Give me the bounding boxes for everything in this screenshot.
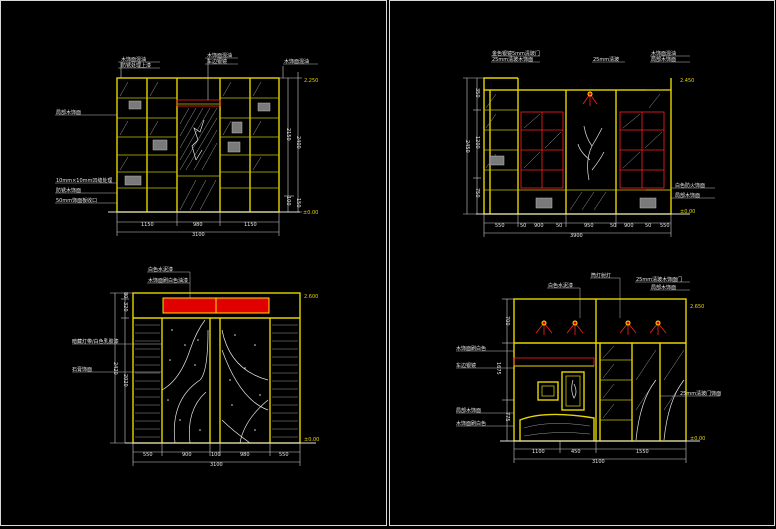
elevation-c — [72, 271, 316, 466]
elevation-c-leader-top-1: 白色水泥漆 — [148, 266, 173, 273]
sheet-frame-right — [389, 0, 775, 526]
elevation-d-dim-3: 1550 — [636, 449, 649, 455]
elevation-b-dim-side-1: 350 — [474, 88, 480, 98]
elevation-c-dim-side-3: 2020 — [122, 374, 128, 387]
elevation-d-leader-left-3: 局部木饰面 — [456, 407, 481, 414]
elevation-b-level-top: 2.450 — [680, 78, 694, 84]
elevation-d-dim-1: 1100 — [532, 449, 545, 455]
elevation-b-labels: 550 50 900 50 950 50 900 50 550 3900 350… — [464, 50, 705, 239]
elevation-a-leader-top-2: 防锈处理上漆 — [121, 62, 151, 69]
elevation-d-dim-side-3: 775 — [504, 412, 510, 422]
elevation-c-leader-left-1: 暗藏灯带/白色乳胶漆 — [72, 338, 119, 345]
elevation-b-leader-top-1: 金色银镜5mm清玻门 — [492, 50, 540, 57]
elevation-d-leader-top-4: 局部木饰面 — [651, 284, 676, 291]
elevation-d-dim-total: 3100 — [592, 459, 605, 465]
elevation-b-dim-4: 50 — [556, 223, 562, 229]
elevation-d-level-bottom: ±0.00 — [690, 436, 705, 442]
elevation-b-dim-6: 50 — [610, 223, 616, 229]
elevation-d-leader-right-1: 25mm清玻门饰面 — [680, 390, 721, 397]
elevation-b-dim-total: 3900 — [570, 233, 583, 239]
elevation-c-leader-top-2: 木饰面刷白色油漆 — [148, 277, 188, 284]
elevation-d-labels: 1100 450 1550 3100 700 1675 775 2.650 ±0… — [456, 272, 721, 465]
elevation-a-leader-top-5: 木饰面混油 — [284, 58, 309, 65]
elevation-a — [55, 57, 318, 236]
elevation-a-dim-3: 1150 — [244, 222, 257, 228]
elevation-d-leader-top-1: 白色水泥漆 — [548, 282, 573, 289]
elevation-b-leader-top-5: 局部木饰面 — [651, 56, 676, 63]
elevation-c-dim-side-total: 2420 — [112, 362, 118, 375]
elevation-d — [456, 277, 720, 463]
elevation-b-dim-9: 550 — [660, 223, 670, 229]
elevation-c-dim-side-1: 80 — [122, 292, 128, 298]
elevation-b-leader-top-4: 木饰面混油 — [651, 50, 676, 57]
elevation-a-leader-left-3: 防锈木饰面 — [56, 187, 81, 194]
elevation-a-dim-1: 1150 — [141, 222, 154, 228]
elevation-d-leader-top-2: 筒灯射灯 — [591, 272, 611, 279]
elevation-b-dim-8: 50 — [645, 223, 651, 229]
elevation-c-dim-side-2: 320 — [122, 302, 128, 312]
elevation-d-dim-2: 450 — [571, 449, 581, 455]
elevation-c-dim-5: 550 — [279, 452, 289, 458]
elevation-a-leader-top-4: 车边银镜 — [207, 58, 227, 65]
elevation-a-labels: 1150 980 1150 3100 2150 2400 100 150 2.2… — [56, 52, 318, 238]
elevation-b-dim-7: 900 — [624, 223, 634, 229]
elevation-c-level-bottom: ±0.00 — [304, 437, 319, 443]
elevation-b-dim-5: 950 — [584, 223, 594, 229]
elevation-a-dim-side-2: 2400 — [295, 136, 301, 149]
elevation-d-leader-top-3: 25mm清玻木饰面门 — [636, 276, 682, 283]
elevation-a-dim-2: 980 — [193, 222, 203, 228]
elevation-a-leader-top-1: 木饰面混油 — [121, 56, 146, 63]
elevation-c-dim-1: 550 — [143, 452, 153, 458]
ceiling-spot-lights — [535, 320, 667, 335]
elevation-b-dim-side-3: 750 — [474, 188, 480, 198]
elevation-b-dim-2: 50 — [520, 223, 526, 229]
elevation-b-dim-3: 900 — [534, 223, 544, 229]
elevation-a-dim-total: 3100 — [192, 232, 205, 238]
elevation-b-level-bottom: ±0.00 — [680, 209, 695, 215]
elevation-a-leader-left-1: 局部木饰面 — [56, 109, 81, 116]
elevation-d-dim-side-2: 1675 — [495, 362, 501, 375]
elevation-b-dim-1: 550 — [495, 223, 505, 229]
elevation-b-dim-side-2: 1200 — [474, 136, 480, 149]
elevation-a-dim-side-1: 2150 — [285, 128, 291, 141]
elevation-a-level-mark-1: 100 — [285, 196, 291, 206]
elevation-b-leader-top-3: 25mm清玻 — [593, 56, 619, 63]
elevation-d-dim-side-1: 700 — [504, 316, 510, 326]
elevation-c-dim-2: 900 — [182, 452, 192, 458]
elevation-d-leader-left-4: 木饰面刷白色 — [456, 420, 486, 427]
elevation-d-leader-left-2: 车边银镜 — [456, 362, 476, 369]
elevation-a-level-top: 2.250 — [304, 78, 318, 84]
elevation-b-leader-right-2: 局部木饰面 — [675, 192, 700, 199]
elevation-c-level-top: 2.600 — [304, 294, 318, 300]
elevation-b-leader-top-2: 25mm清玻木饰面 — [492, 56, 533, 63]
elevation-d-level-top: 2.650 — [690, 304, 704, 310]
elevation-b-leader-right-1: 白色防火饰面 — [675, 182, 705, 189]
elevation-c-leader-left-2: 石膏饰面 — [72, 366, 92, 373]
elevation-a-leader-top-3: 木饰面混油 — [207, 52, 232, 59]
elevation-d-leader-left-1: 木饰面刷白色 — [456, 345, 486, 352]
sheet-frame-left — [0, 0, 387, 526]
elevation-a-level-bottom: ±0.00 — [303, 210, 318, 216]
elevation-c-dim-3: 100 — [211, 452, 221, 458]
elevation-b-dim-side-total: 2450 — [464, 140, 470, 153]
elevation-b — [463, 55, 715, 237]
elevation-a-leader-left-2: 10mm×10mm凹缝处理 — [56, 177, 112, 184]
elevation-a-level-mark-2: 150 — [295, 198, 301, 208]
elevation-c-dim-total: 3100 — [210, 462, 223, 468]
elevation-c-dim-4: 980 — [240, 452, 250, 458]
elevation-c-labels: 550 900 100 980 550 3100 80 320 2020 242… — [72, 266, 319, 468]
elevation-a-leader-left-4: 50mm饰面板收口 — [56, 197, 97, 204]
